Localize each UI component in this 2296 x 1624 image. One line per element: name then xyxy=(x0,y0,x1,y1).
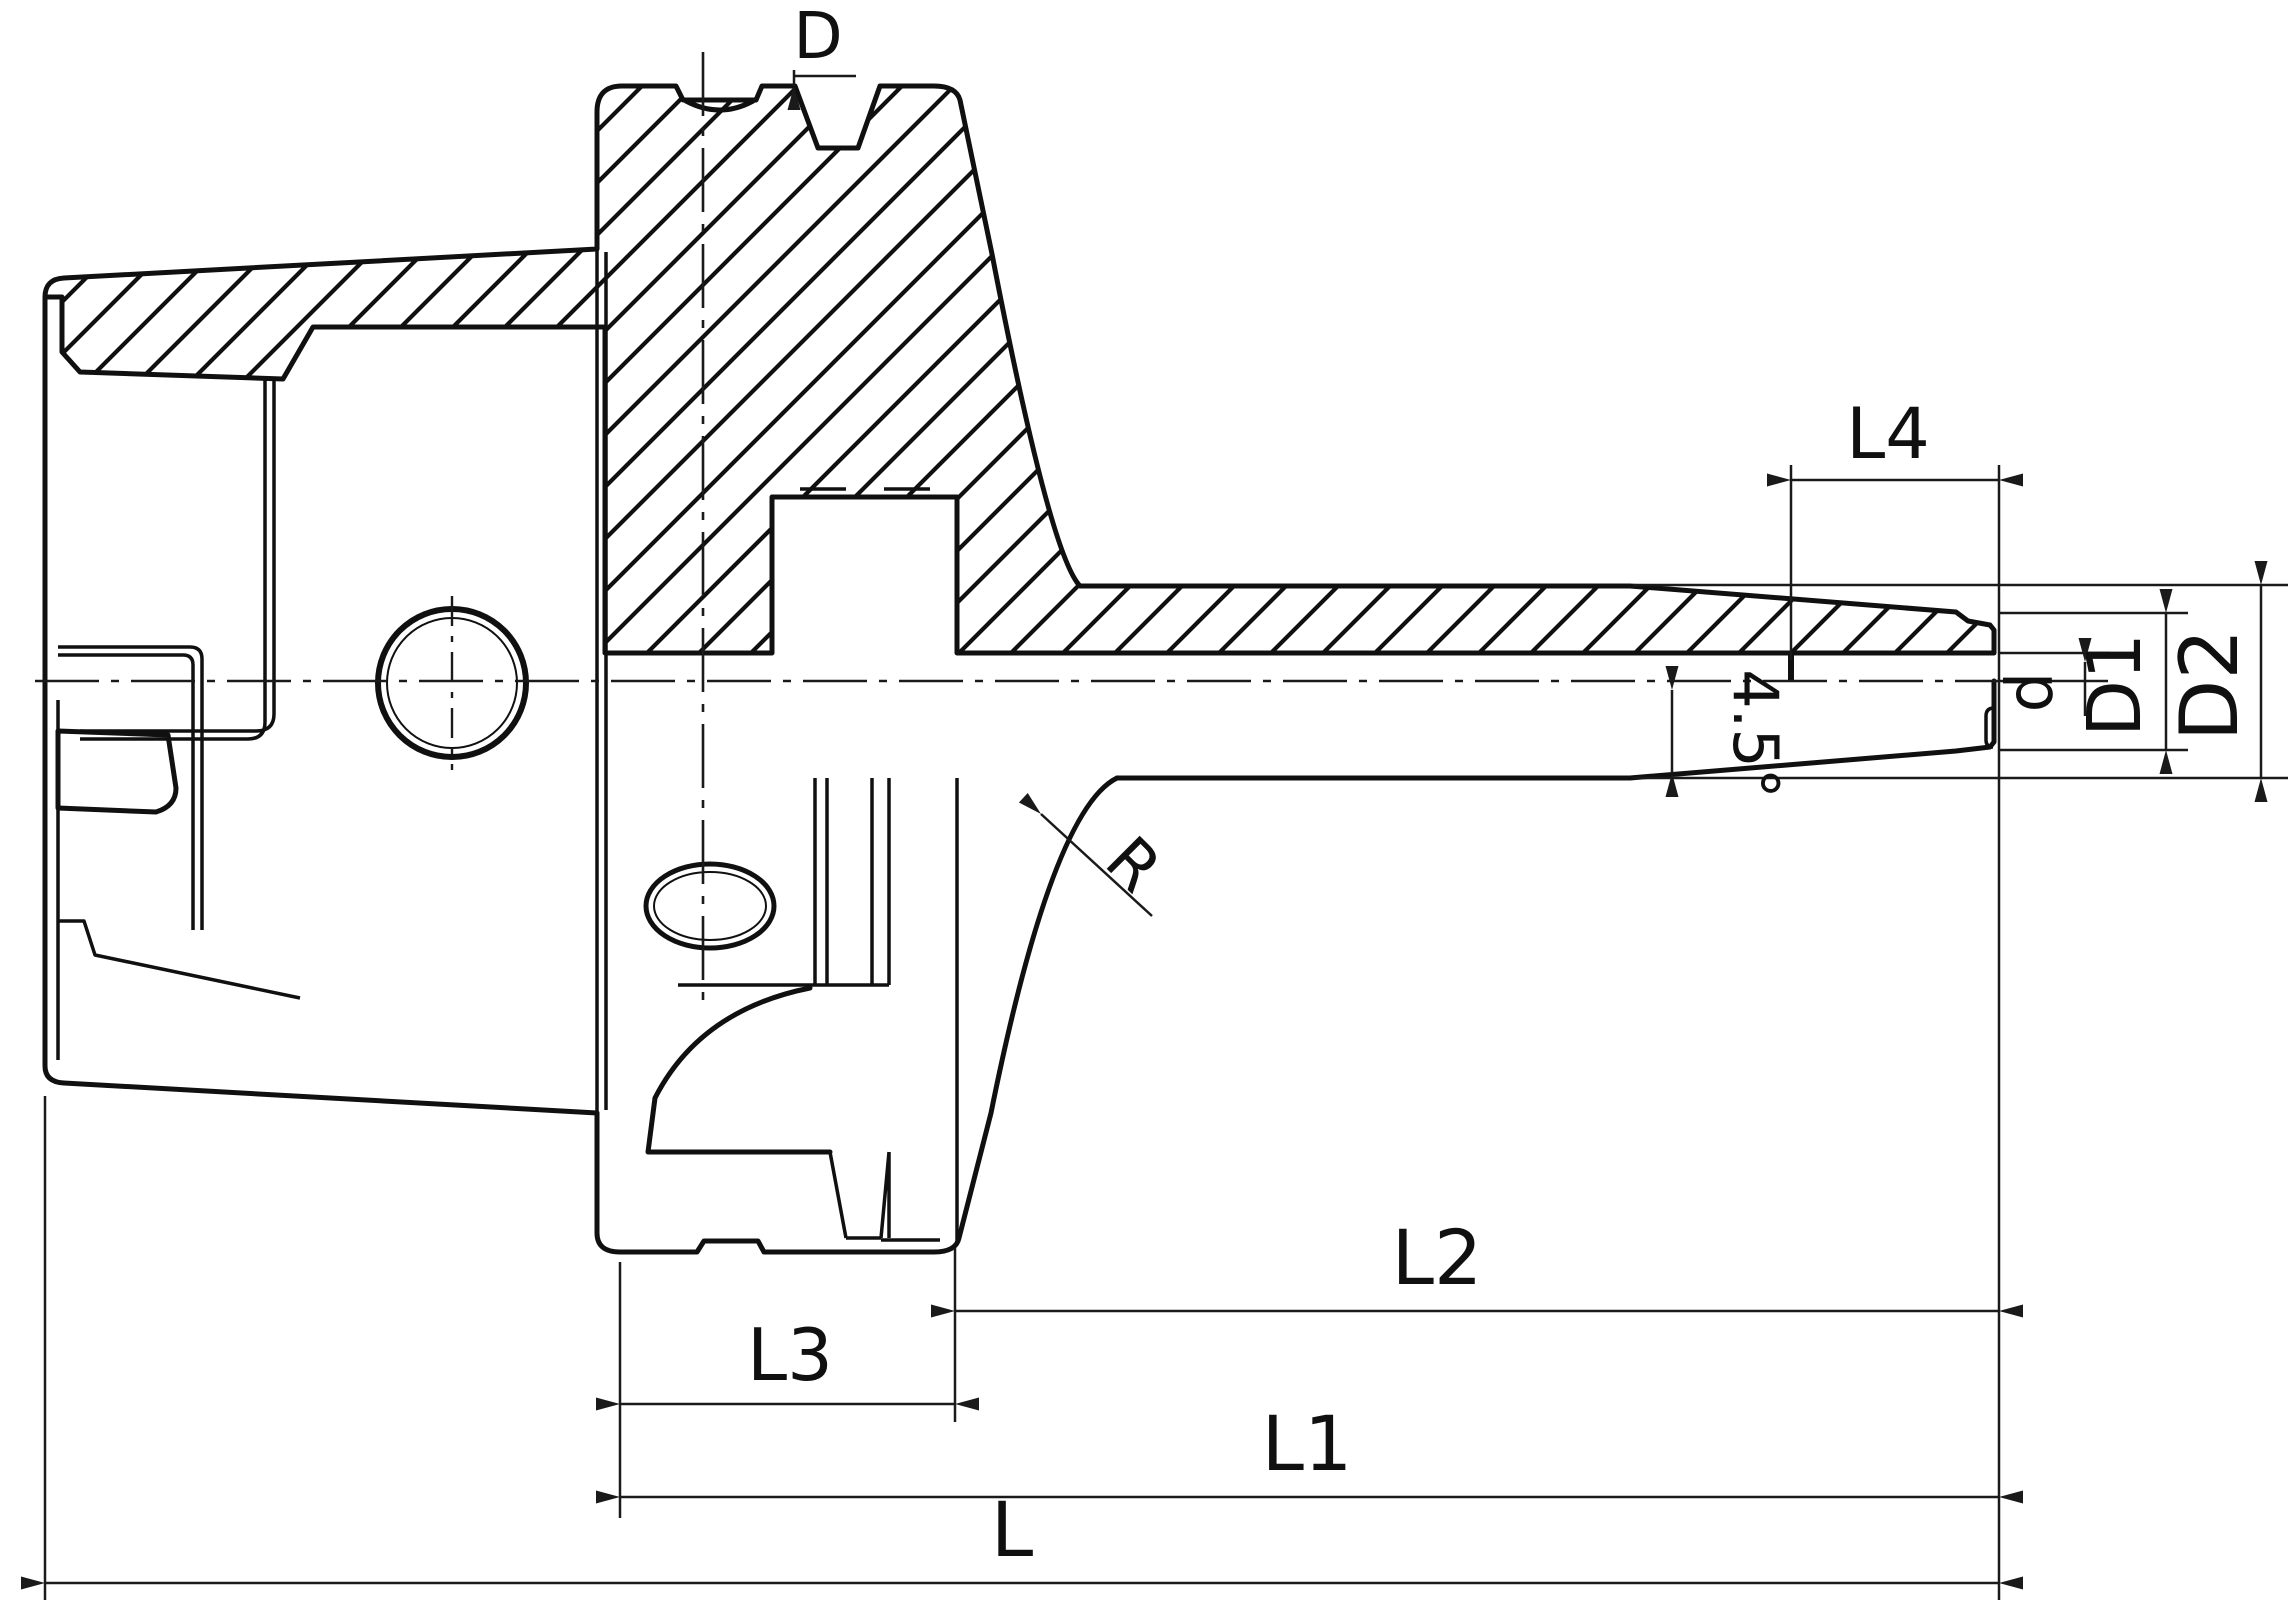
label-flange-length: L3 xyxy=(747,1313,833,1397)
dim-D1: D1 xyxy=(1999,589,2188,774)
label-body-diameter: D2 xyxy=(2163,629,2256,742)
label-bore-diameter: d xyxy=(1994,672,2068,713)
dim-d: d xyxy=(1994,638,2110,716)
label-overall-length: L xyxy=(991,1485,1033,1574)
section-wall xyxy=(42,83,1997,656)
wrench-hook xyxy=(645,985,833,1155)
drive-slot xyxy=(55,728,179,815)
shank-cavity-edge xyxy=(80,380,276,741)
label-clamp-depth: L4 xyxy=(1846,393,1930,475)
dim-fillet-R: R xyxy=(1018,792,1175,917)
dim-L3: L3 xyxy=(596,1248,979,1518)
flange-lower-outline xyxy=(594,775,1120,1255)
collar-grooves xyxy=(678,778,891,987)
drive-slot-ellipse-outer xyxy=(643,861,777,951)
label-functional-length: L1 xyxy=(1262,1399,1353,1488)
slot-floor xyxy=(58,919,301,1000)
label-projection-length: L2 xyxy=(1392,1213,1483,1302)
dim-L1: L1 xyxy=(596,1399,2023,1504)
label-tip-diameter: D1 xyxy=(2072,633,2158,737)
dim-L: L xyxy=(21,1096,2023,1600)
shank-left-face xyxy=(42,294,600,1116)
shank-end-step xyxy=(58,645,204,930)
tip-bore-edge xyxy=(1984,706,1995,749)
lower-notch xyxy=(828,1151,891,1240)
part-section-upper xyxy=(42,83,1997,1113)
dim-D2: D2 xyxy=(1633,561,2288,802)
label-taper-angle: 4.5° xyxy=(1719,669,1792,799)
dim-taper-angle: 4.5° xyxy=(1665,666,1792,799)
dim-D: D xyxy=(787,0,856,110)
balance-ring-band xyxy=(683,98,756,113)
nose-lower-outline xyxy=(1114,678,1997,781)
part-exterior-lower xyxy=(42,294,1997,1255)
dim-L4: L4 xyxy=(1767,393,2023,1600)
flange-right-face xyxy=(881,778,959,1245)
drive-slot-ellipse-inner xyxy=(653,871,767,941)
label-groove-diameter: D xyxy=(793,0,842,74)
center-lines xyxy=(35,52,2108,1012)
dim-L2: L2 xyxy=(931,1213,2023,1318)
dimensions: D L4 d D1 D2 4.5° R xyxy=(21,0,2288,1600)
label-fillet-radius: R xyxy=(1091,823,1175,907)
